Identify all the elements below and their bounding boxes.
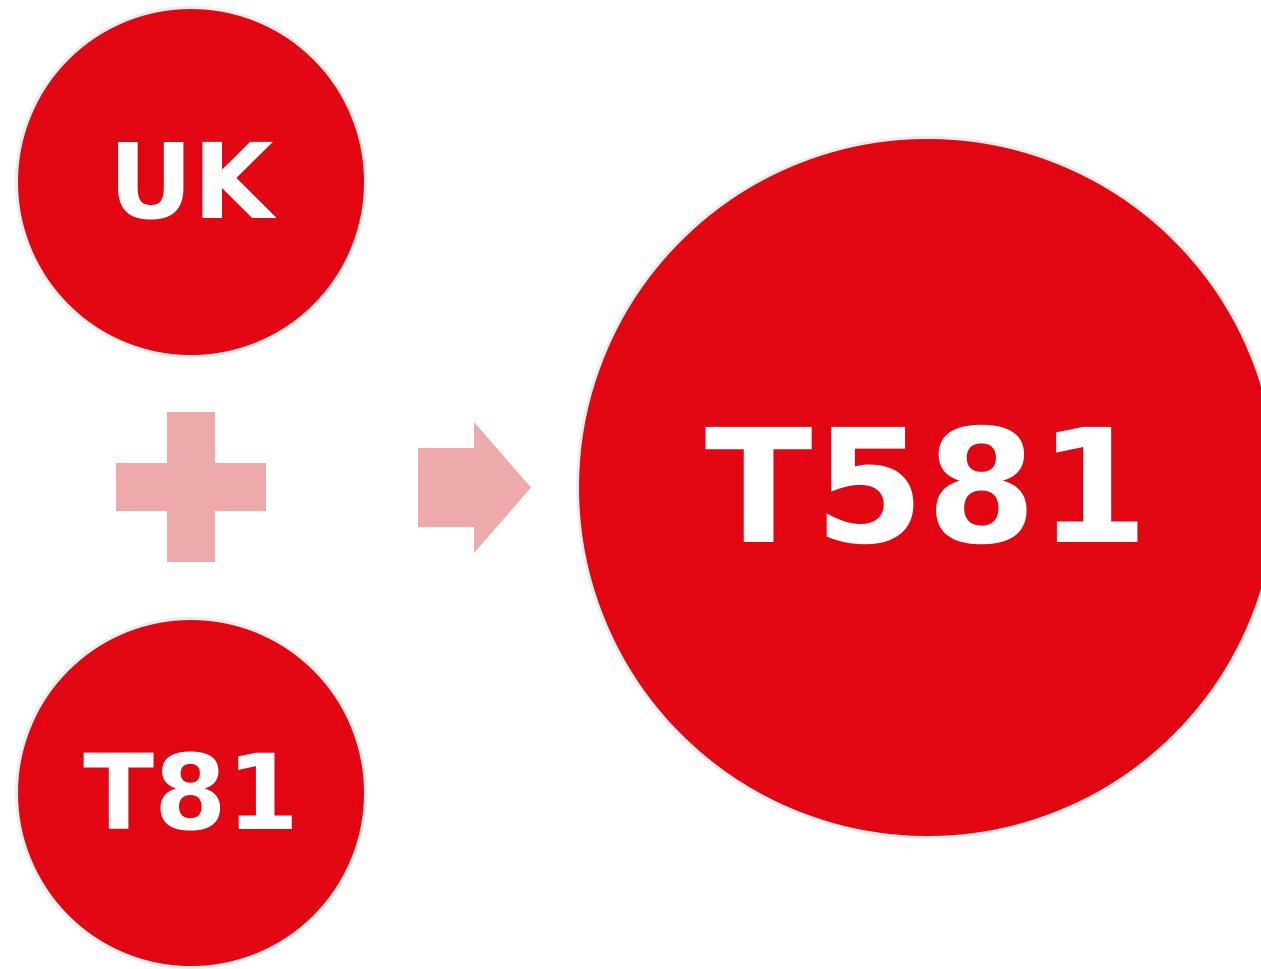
plus-icon xyxy=(116,412,266,562)
result-circle-t581: T581 xyxy=(576,136,1261,839)
input-circle-uk: UK xyxy=(15,6,367,358)
input-circle-t81: T81 xyxy=(15,617,367,969)
arrow-right-icon xyxy=(418,422,531,553)
input-label-t81: T81 xyxy=(83,732,299,854)
input-label-uk: UK xyxy=(108,121,274,243)
result-label-t581: T581 xyxy=(704,395,1151,580)
